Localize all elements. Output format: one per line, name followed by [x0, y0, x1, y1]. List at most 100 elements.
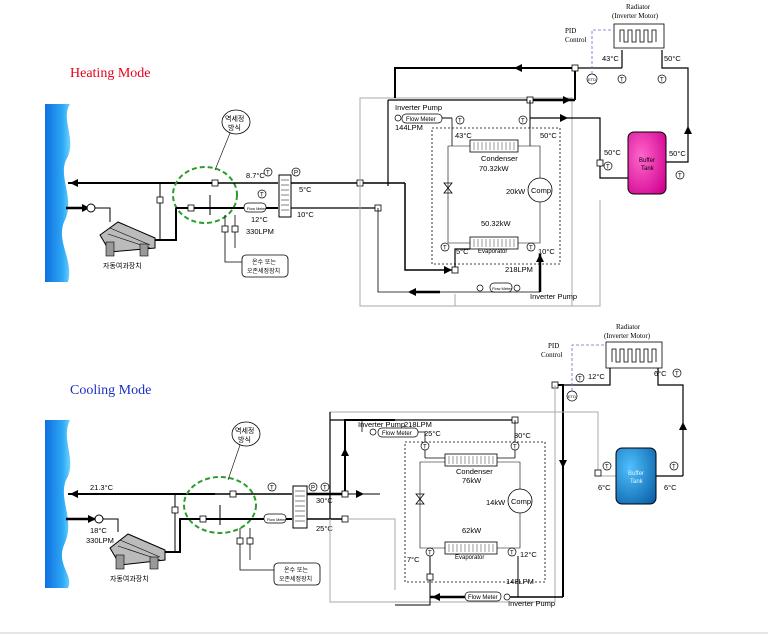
valve-a[interactable]: [211, 179, 219, 187]
hx-temp-out2: 25°C: [316, 524, 333, 533]
evap-temp-left: 7°C: [407, 555, 420, 564]
evap-temp-right: 12°C: [520, 550, 537, 559]
sensor-t: T: [260, 193, 264, 199]
cond-temp-in: 43°C: [455, 131, 472, 140]
compressor-icon: [507, 488, 533, 514]
cip-valve[interactable]: [221, 225, 229, 233]
sensor-p: P: [294, 171, 298, 177]
bypass-valve[interactable]: [156, 196, 164, 204]
radiator-label: Radiator: [626, 3, 651, 11]
sensor-t: T: [428, 551, 432, 557]
condenser-label: Condenser: [481, 154, 518, 163]
pid-sensor-label: ETD: [568, 394, 576, 399]
intake-pump-icon: [86, 203, 96, 213]
valve[interactable]: [426, 573, 434, 581]
hx-temp-out1: 5°C: [299, 185, 312, 194]
expansion-valve-icon: [415, 493, 425, 505]
sensor-t: T: [510, 551, 514, 557]
arrow-left-icon: [432, 593, 440, 601]
auto-filter-device: [99, 221, 156, 257]
valve[interactable]: [594, 469, 602, 477]
sensor-t: T: [323, 486, 327, 492]
radiator-temp-out: 6°C: [654, 369, 667, 378]
sensor-t: T: [458, 119, 462, 125]
arrow-left-icon: [408, 288, 416, 296]
arrow-left-icon: [514, 64, 522, 72]
sensor-t: T: [521, 119, 525, 125]
cip-label-2: 오존세정장치: [247, 267, 280, 275]
pid-label-1: PID: [548, 342, 559, 350]
bypass-valve[interactable]: [171, 506, 179, 514]
compressor-label: Comp: [531, 186, 551, 195]
flow-meter-bottom: [489, 282, 513, 293]
valve[interactable]: [571, 64, 579, 72]
valve[interactable]: [229, 490, 237, 498]
sensor-t: T: [578, 377, 582, 383]
buffer-label-1: Buffer: [628, 471, 644, 477]
heat-exchanger: [278, 174, 292, 218]
evap-temp-left: 5°C: [456, 247, 469, 256]
cooling-mode-title: Cooling Mode: [70, 383, 152, 398]
temp-sensor: [263, 167, 273, 177]
radiator: [613, 23, 665, 49]
condenser-kw: 70.32kW: [479, 164, 510, 173]
cip-label-1: 온수 또는: [252, 259, 276, 266]
auto-filter-device: [109, 533, 166, 570]
sensor-t: T: [270, 486, 274, 492]
pid-label-2: Control: [541, 351, 562, 359]
backwash-callout: [231, 421, 261, 447]
sensor-t: T: [672, 465, 676, 471]
filter-label: 자동여과장치: [110, 574, 149, 583]
valve[interactable]: [596, 159, 604, 167]
hx-meter-label: Flow Meter: [247, 207, 267, 211]
pid-sensor-label: ETD: [588, 77, 596, 82]
pump-icon: [369, 428, 377, 436]
buffer-temp-left: 6°C: [598, 483, 611, 492]
cip-label-1: 온수 또는: [284, 567, 308, 574]
flow-meter-top: [377, 427, 419, 438]
pid-label-2: Control: [565, 36, 586, 44]
cip-valve[interactable]: [231, 225, 239, 233]
sensor-t: T: [660, 78, 664, 84]
valve[interactable]: [341, 515, 349, 523]
valve[interactable]: [341, 490, 349, 498]
valve-b[interactable]: [187, 204, 195, 212]
radiator-coil-icon: [619, 29, 657, 43]
arrow-right-icon: [82, 204, 90, 212]
sensor-t: T: [443, 246, 447, 252]
valve[interactable]: [451, 266, 459, 274]
radiator-label: Radiator: [616, 323, 641, 331]
pump-icon: [513, 284, 521, 292]
buffer-label-2: Tank: [630, 479, 644, 485]
arrow-up-icon: [684, 126, 692, 134]
hx-meter-label: Flow Meter: [267, 518, 287, 522]
hx-temp-left: 12°C: [251, 215, 268, 224]
flow-meter-label: Flow Meter: [406, 117, 436, 123]
valve[interactable]: [199, 515, 207, 523]
compressor-label: Comp: [511, 497, 531, 506]
hx-temp-in: 8.7°C: [246, 171, 265, 180]
arrow-left-icon: [70, 179, 78, 187]
radiator-temp-in: 12°C: [588, 372, 605, 381]
pid-label-1: PID: [565, 27, 576, 35]
evap-kw: 50.32kW: [481, 219, 512, 228]
cip-valve[interactable]: [236, 537, 244, 545]
sensor-t: T: [620, 78, 624, 84]
cip-valve[interactable]: [246, 537, 254, 545]
cond-temp-in: 25°C: [424, 429, 441, 438]
radiator-temp-in: 43°C: [602, 54, 619, 63]
arrow-right-icon: [444, 266, 452, 274]
condenser-kw: 76kW: [462, 476, 482, 485]
flow-meter-label: Flow Meter: [468, 595, 498, 601]
sensor-t: T: [605, 465, 609, 471]
evaporator-label: Evaporator: [478, 249, 507, 255]
radiator: [605, 341, 663, 369]
condenser: [444, 453, 498, 467]
arrow-down-icon: [559, 460, 567, 468]
backwash-label-2: 방식: [228, 123, 241, 132]
sensor-p: P: [311, 486, 315, 492]
heating-diagram: 자동여과장치 역세정 방식 Flow Meter T T P 8.7°C: [45, 3, 692, 307]
backwash-zone: [183, 476, 257, 534]
cip-label-2: 오존세정장치: [279, 575, 312, 583]
sensor-t: T: [513, 445, 517, 451]
